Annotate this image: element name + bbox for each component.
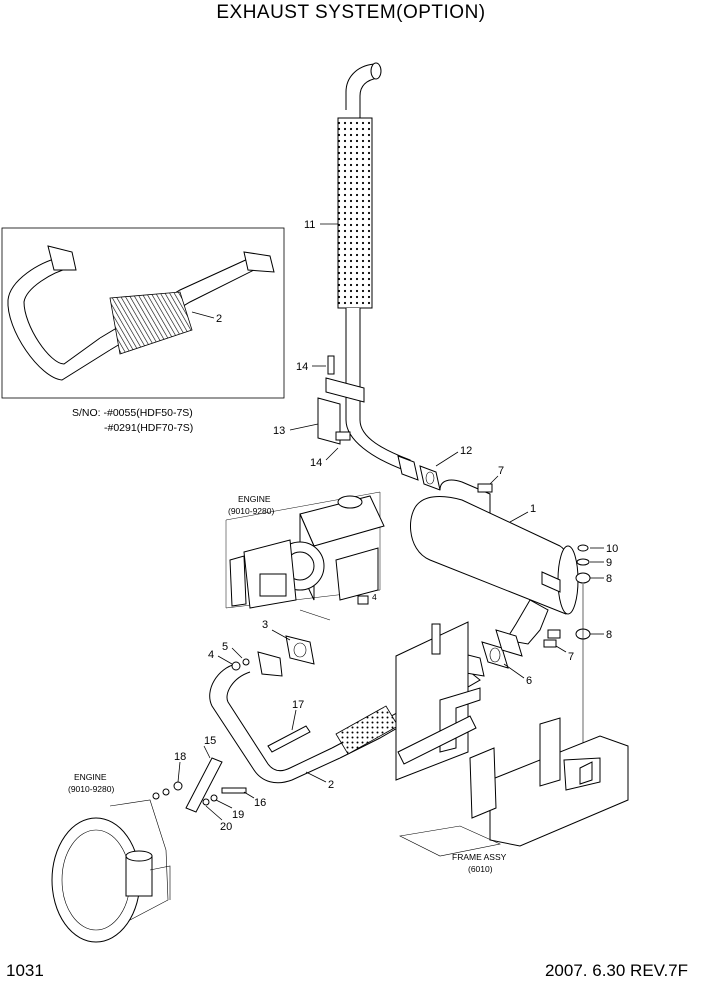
callout-2: 2 [328, 779, 334, 791]
callout-8-lower: 8 [606, 629, 612, 641]
frame-name: FRAME ASSY [452, 852, 507, 862]
pipe-bracket [317, 355, 365, 445]
bolt-7-top [477, 483, 493, 493]
gasket-3 [285, 635, 315, 665]
callout-12: 12 [460, 445, 472, 457]
engine-bottom [51, 799, 171, 943]
frame-ref: (6010) [468, 864, 493, 874]
svg-text:4: 4 [372, 592, 377, 602]
callout-7-top: 7 [498, 465, 504, 477]
nuts-4-5 [231, 658, 250, 671]
callout-15: 15 [204, 735, 216, 747]
clamp-bracket-15 [185, 757, 247, 813]
callout-19: 19 [232, 809, 244, 821]
bolt-7-lower [543, 639, 557, 648]
callout-8-upper: 8 [606, 573, 612, 585]
callout-1: 1 [530, 503, 536, 515]
frame-assy [395, 621, 629, 857]
callout-11: 11 [304, 219, 315, 231]
callout-3: 3 [262, 619, 268, 631]
callout-16: 16 [254, 797, 266, 809]
heat-shield-17 [267, 725, 311, 753]
callout-2-inset: 2 [216, 313, 222, 325]
engine-top-name: ENGINE [238, 494, 271, 504]
callout-13: 13 [273, 425, 285, 437]
callout-14-top: 14 [296, 361, 308, 373]
washers [152, 781, 218, 806]
gasket-12 [397, 455, 441, 491]
callout-9: 9 [606, 557, 612, 569]
inset-box: 2 [1, 227, 285, 399]
gasket-6 [481, 629, 523, 669]
engine-top [225, 491, 385, 609]
tail-pipe [337, 62, 411, 471]
page-title: EXHAUST SYSTEM(OPTION) [216, 2, 486, 23]
engine-top-ref: (9010-9280) [228, 506, 274, 516]
callout-18: 18 [174, 751, 186, 763]
serial-line-2: -#0291(HDF70-7S) [104, 422, 193, 434]
serial-line-1: S/NO: -#0055(HDF50-7S) [72, 407, 193, 419]
callout-6: 6 [526, 675, 532, 687]
callout-5: 5 [222, 641, 228, 653]
date-revision: 2007. 6.30 REV.7F [544, 961, 688, 980]
muffler-mounts [575, 544, 591, 770]
callout-4: 4 [208, 649, 214, 661]
inset-pipe [7, 245, 275, 381]
engine-bottom-name: ENGINE [74, 772, 107, 782]
page-number: 1031 [6, 961, 44, 980]
callout-7-lower: 7 [568, 651, 574, 663]
muffler [410, 479, 579, 645]
engine-bottom-ref: (9010-9280) [68, 784, 114, 794]
callout-10: 10 [606, 543, 618, 555]
callout-20: 20 [220, 821, 232, 833]
callout-17: 17 [292, 699, 304, 711]
callout-14-bottom: 14 [310, 457, 322, 469]
